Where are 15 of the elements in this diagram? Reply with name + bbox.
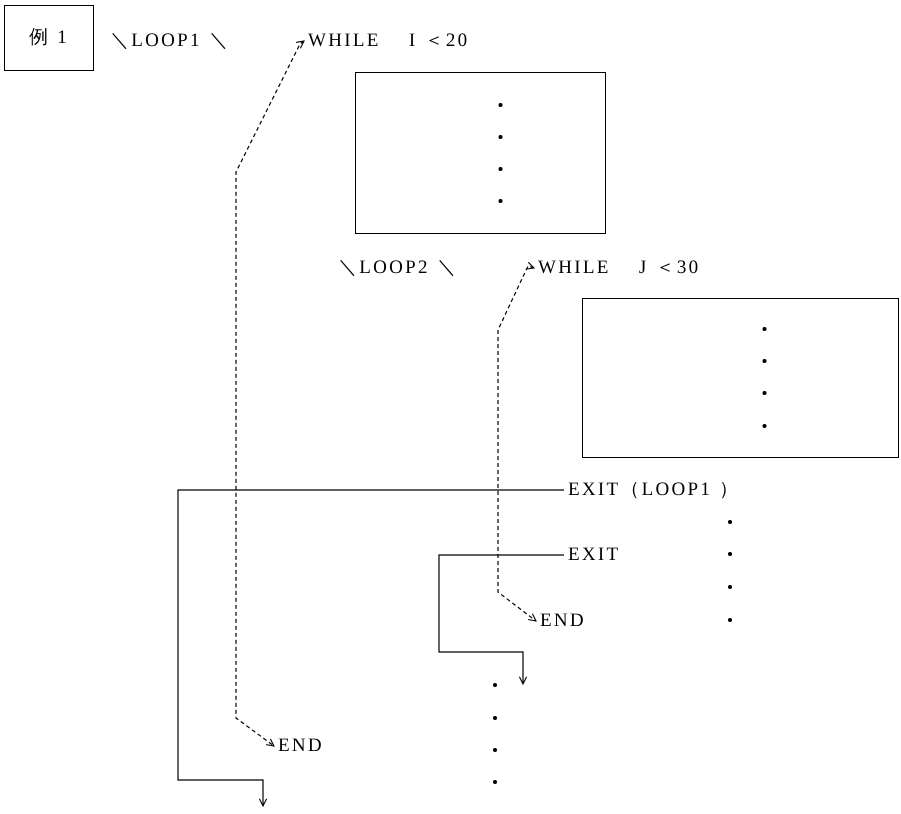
code-text: END	[540, 606, 600, 636]
example-label: 例 1	[4, 5, 94, 71]
code-text: WHILE J ＜30	[538, 253, 758, 283]
arrow	[235, 40, 305, 747]
code-text: ＼LOOP2 ＼	[338, 253, 488, 283]
code-text: ＼LOOP1 ＼	[110, 26, 260, 56]
arrow	[497, 262, 537, 622]
arrow	[438, 554, 564, 685]
code-text: EXIT	[568, 540, 648, 570]
code-text: WHILE I ＜20	[308, 26, 528, 56]
code-text: EXIT（LOOP1 ）	[568, 475, 768, 505]
code-block-box	[355, 72, 606, 234]
code-text: END	[278, 731, 338, 761]
code-block-box	[582, 298, 899, 458]
arrow	[177, 489, 564, 807]
